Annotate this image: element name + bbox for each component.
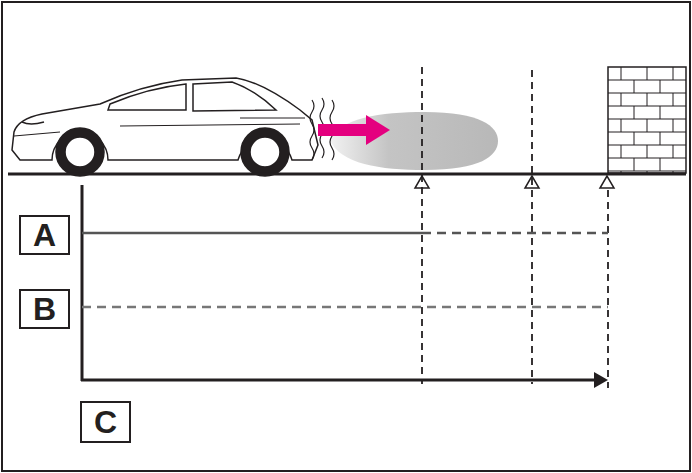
brick-joint (634, 106, 635, 119)
brick-joint (660, 106, 661, 119)
position-markers (415, 176, 614, 188)
axes (81, 185, 596, 381)
brick-joint (673, 145, 674, 158)
brick-joint (634, 158, 635, 171)
brick-joint (673, 119, 674, 132)
brick-joint (621, 145, 622, 158)
axis-label-box: B (19, 289, 70, 329)
brick-joint (660, 132, 661, 145)
axis-label-box: C (80, 401, 131, 443)
brick-joint (621, 93, 622, 106)
axis-label: C (94, 406, 117, 438)
axis-label-box: A (19, 215, 70, 255)
axis-arrowhead (594, 372, 608, 388)
brick-joint (660, 80, 661, 93)
brick-joint (673, 67, 674, 80)
ground-line (8, 173, 686, 176)
signal-lines (82, 233, 608, 307)
brick-joint (647, 93, 648, 106)
axis-label: A (33, 219, 56, 251)
sensor-beam (330, 112, 498, 170)
brick-joint (621, 67, 622, 80)
signal-arrow (318, 115, 390, 145)
brick-wall (608, 67, 686, 173)
brick-joint (647, 145, 648, 158)
axis-label: B (33, 293, 56, 325)
distance-guides (422, 67, 608, 388)
brick-joint (621, 119, 622, 132)
brick-joint (660, 158, 661, 171)
brick-joint (647, 119, 648, 132)
brick-joint (673, 93, 674, 106)
brick-joint (634, 132, 635, 145)
brick-joint (634, 80, 635, 93)
brick-joint (647, 67, 648, 80)
car (12, 78, 318, 176)
